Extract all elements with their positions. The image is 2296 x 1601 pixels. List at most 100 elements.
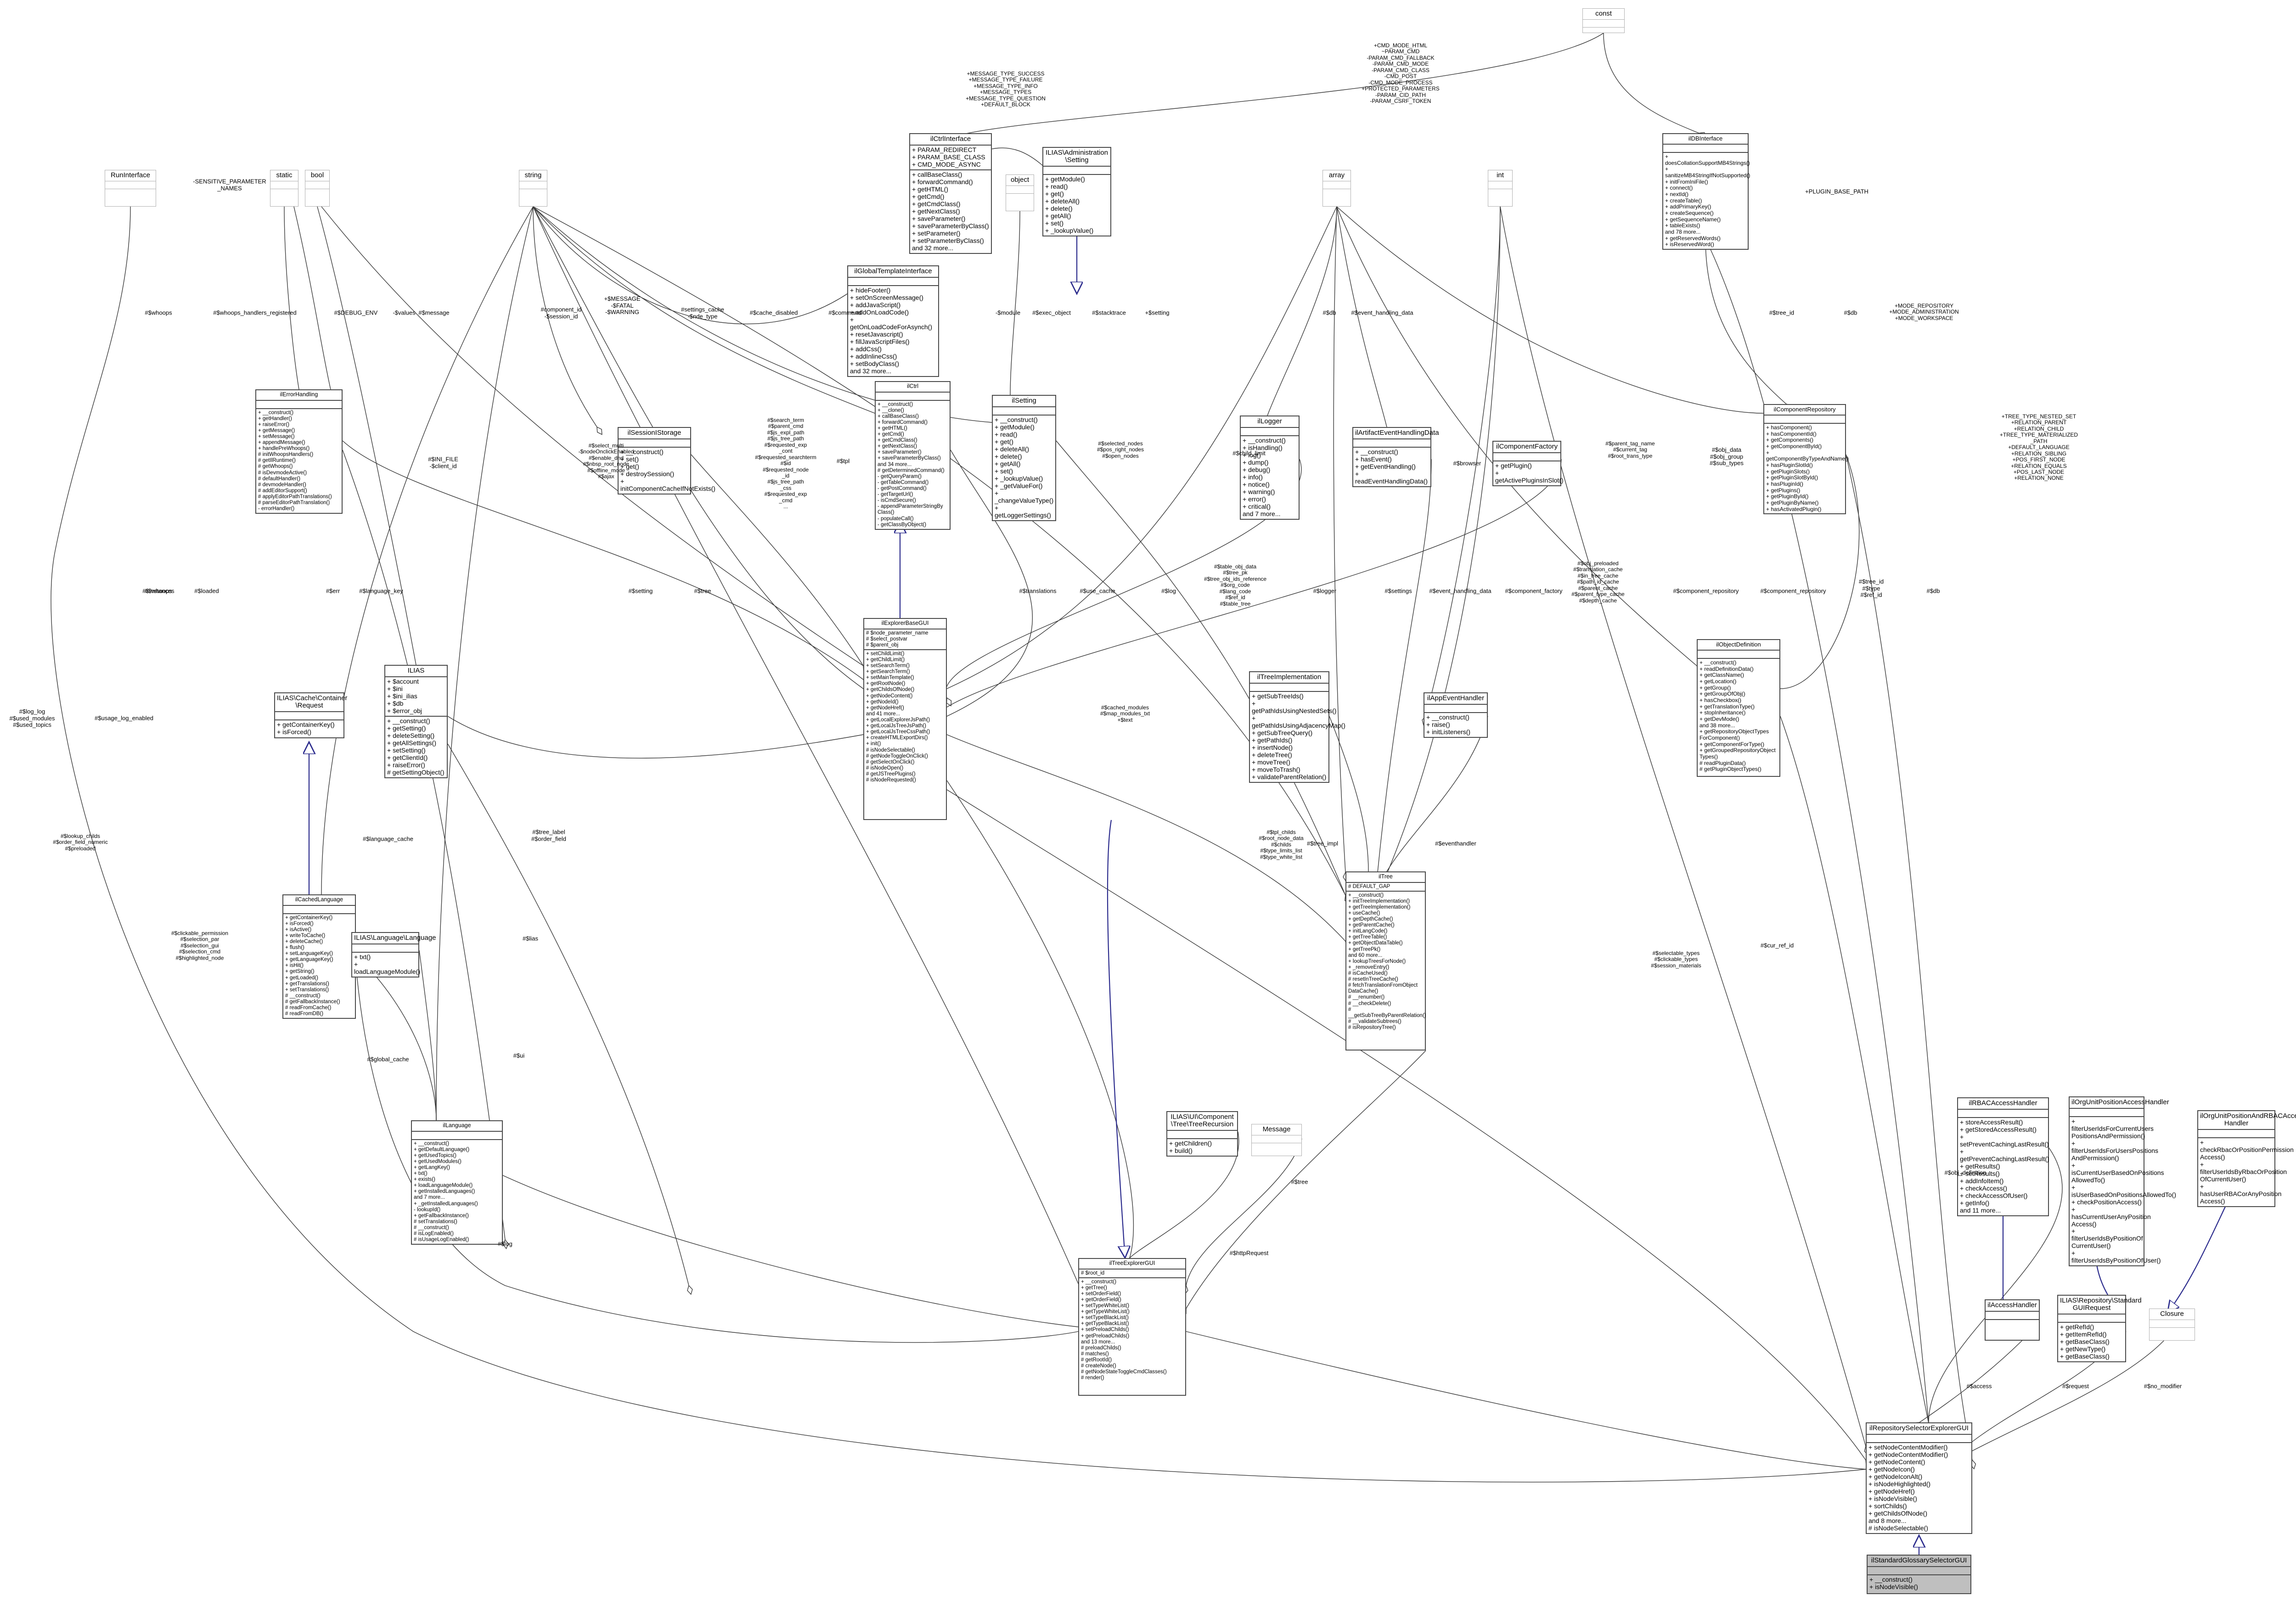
class-node-ilglobaltemplateinterface[interactable]: ilGlobalTemplateInterface+ hideFooter()+… [847,265,939,377]
class-attributes-ilglobaltemplateinterface [848,278,938,286]
class-node-string[interactable]: string [519,170,547,207]
operation: + flush() [285,945,304,951]
class-attributes-ilcomponentrepository [1764,416,1845,424]
operation: + deleteCache() [285,938,323,944]
class-node-ilctrl[interactable]: ilCtrl+ __construct()+ __clone()+ callBa… [875,381,951,530]
class-node-ilsetting[interactable]: ilSetting+ __construct()+ getModule()+ r… [992,395,1056,521]
class-node-ilias[interactable]: ILIAS+ $account+ $ini+ $ini_ilias+ $db+ … [384,665,448,778]
class-node-object[interactable]: object [1006,174,1034,211]
class-node-ilias_repository_standard_guirequest[interactable]: ILIAS\Repository\Standard GUIRequest+ ge… [2057,1295,2142,1363]
operation: + _lookupValue() [995,474,1043,482]
class-name-ilias_cache_container_request: ILIAS\Cache\Container \Request [275,693,347,713]
class-node-ilias_ui_component_tree_treerecursion[interactable]: ILIAS\UI\Component \Tree\TreeRecursion+ … [1166,1111,1238,1157]
operation: and 8 more... [1868,1517,1907,1524]
operation: + getParentCache() [1348,922,1395,928]
operation: + checkPositionAccess() [2071,1198,2142,1206]
class-name-iltree: ilTree [1346,872,1425,883]
class-node-const[interactable]: const [1582,8,1625,33]
attribute: + $account [387,678,419,685]
class-attributes-ilobjectdefinition [1698,651,1779,659]
operation: + checkAccessOfUser() [1960,1191,2028,1199]
class-node-iltreeimplementation[interactable]: ilTreeImplementation+ getSubTreeIds()+ g… [1249,671,1345,783]
class-node-ilappeventhandler[interactable]: ilAppEventHandler+ __construct()+ raise(… [1424,692,1488,738]
class-attributes-illogger [1241,428,1299,437]
operation: + getChildLimit() [866,657,905,663]
class-node-ilsessioniostorage[interactable]: ilSessionIStorage+ __construct()+ set()+… [618,427,715,494]
operation: + deleteSetting() [387,731,435,739]
attribute: + $ini_ilias [387,692,417,700]
class-node-illogger[interactable]: ilLogger+ __construct()+ isHandling()+ l… [1240,416,1300,520]
class-node-ilcomponentfactory[interactable]: ilComponentFactory+ getPlugin()+ getActi… [1492,441,1564,487]
class-node-ilobjectdefinition[interactable]: ilObjectDefinition+ __construct()+ readD… [1697,639,1780,777]
class-attributes-bool [305,181,329,190]
operation: + isHandling() [1243,444,1283,452]
class-node-bool[interactable]: bool [305,170,330,207]
class-node-ildbinterface[interactable]: ilDBInterface+ doesCollationSupportMB4St… [1662,133,1750,250]
operation: + getClassName() [1699,672,1745,679]
edge-label: #$browser [1453,460,1481,467]
operation: + createSequence() [1665,210,1714,217]
class-node-ilorgunitpositionaccesshandler[interactable]: ilOrgUnitPositionAccessHandler+ filterUs… [2069,1096,2176,1267]
operation: # setTranslations() [414,1219,457,1225]
operation: + lookupTreesForNode() [1348,958,1406,964]
operation: + appendMessage() [258,440,305,446]
operation: + getCmdClass() [912,200,961,208]
class-attributes-ilappeventhandler [1424,705,1487,713]
edge-label: -$module [995,309,1021,316]
operation: + getLangKey() [414,1164,450,1170]
class-node-ilstandardglossaryselectorgui[interactable]: ilStandardGlossarySelectorGUI+ __constru… [1867,1555,1971,1594]
class-attributes-ilcachedlanguage [283,906,355,914]
edge-label: #$use_cache [1080,587,1115,595]
edge-label: #$exec_object [1032,309,1071,316]
operation: + getPluginSlots() [1766,468,1810,475]
class-node-ilexplorerbasegui[interactable]: ilExplorerBaseGUI# $node_parameter_name#… [863,618,947,820]
class-name-object: object [1006,175,1034,186]
operation: + read() [995,431,1018,438]
edge-label: #$ui [513,1052,525,1059]
operation: + getChildsOfNode() [1868,1509,1928,1517]
class-node-static[interactable]: static [270,170,298,207]
operation: + hasComponentId() [1766,430,1817,437]
class-name-array: array [1323,170,1351,182]
class-attributes-ilctrlinterface: + PARAM_REDIRECT+ PARAM_BASE_CLASS+ CMD_… [910,146,991,171]
edge-label: #$event_handling_data [1351,309,1413,316]
edge-label: #$table_obj_data #$tree_pk #$tree_obj_id… [1204,563,1267,607]
class-node-iltreeexplorergui[interactable]: ilTreeExplorerGUI# $root_id+ __construct… [1078,1258,1186,1396]
operation: + setOrderField() [1081,1291,1121,1297]
class-node-ilcomponentrepository[interactable]: ilComponentRepository+ hasComponent()+ h… [1763,404,1849,515]
class-node-ilerrorhandling[interactable]: ilErrorHandling+ __construct()+ getHandl… [255,389,343,514]
class-node-ilias_language_language[interactable]: ILIAS\Language\Language+ txt()+ loadLang… [351,932,436,978]
operation: + hasPluginId() [1766,481,1804,488]
class-name-bool: bool [305,170,329,182]
class-node-illanguage[interactable]: ilLanguage+ __construct()+ getDefaultLan… [411,1120,503,1245]
operation: + __construct() [620,448,664,456]
operation: + getInstalledLanguages() [414,1189,475,1195]
class-node-ilrbacaccesshandler[interactable]: ilRBACAccessHandler+ storeAccessResult()… [1957,1097,2049,1216]
edge-label: #$obj_data #$obj_group #$sub_types [1710,446,1744,467]
class-node-ilorgunitpositionandrbacaccesshandler[interactable]: ilOrgUnitPositionAndRBACAccess Handler+ … [2197,1110,2296,1207]
class-node-ilias_cache_container_request[interactable]: ILIAS\Cache\Container \Request + getConta… [274,692,347,738]
class-name-ilexplorerbasegui: ilExplorerBaseGUI [864,619,946,629]
class-node-closure[interactable]: Closure [2149,1309,2195,1341]
edge-label: #$db [1844,309,1857,316]
class-node-message[interactable]: Message [1251,1124,1302,1156]
class-node-ilcachedlanguage[interactable]: ilCachedLanguage+ getContainerKey()+ isF… [282,894,356,1019]
class-node-ilias_administration_setting[interactable]: ILIAS\Administration \Setting+ getModule… [1042,147,1111,236]
class-node-ilaccesshandler[interactable]: ilAccessHandler [1985,1299,2040,1341]
class-node-int[interactable]: int [1488,170,1513,207]
operation: + getAll() [995,460,1021,467]
class-node-ilrepositoryselectorexplorergui[interactable]: ilRepositorySelectorExplorerGUI+ setNode… [1866,1422,1972,1534]
class-node-ilctrlinterface[interactable]: ilCtrlInterface+ PARAM_REDIRECT+ PARAM_B… [909,133,992,254]
class-node-iltree[interactable]: ilTree# DEFAULT_GAP+ __construct()+ init… [1345,871,1426,1050]
operation: + isUserBasedOnPositionsAllowedTo() [2071,1183,2176,1198]
edge-label: #$log_log #$used_modules #$used_topics [9,708,55,729]
class-attributes-iltreeexplorergui: # $root_id [1079,1270,1185,1278]
operation: + getContainerKey() [277,721,335,729]
class-node-runinterface[interactable]: RunInterface [105,170,156,207]
class-node-array[interactable]: array [1322,170,1351,207]
class-node-ilartifacteventhandlingdata[interactable]: ilArtifactEventHandlingData+ __construct… [1352,427,1439,487]
class-operations-iltree: + __construct()+ initTreeImplementation(… [1346,892,1426,1032]
class-name-ilsetting: ilSetting [993,396,1055,408]
class-operations-illogger: + __construct()+ isHandling()+ log()+ du… [1241,436,1299,518]
operation: + getPathIdsUsingAdjacencyMap() [1252,714,1345,729]
